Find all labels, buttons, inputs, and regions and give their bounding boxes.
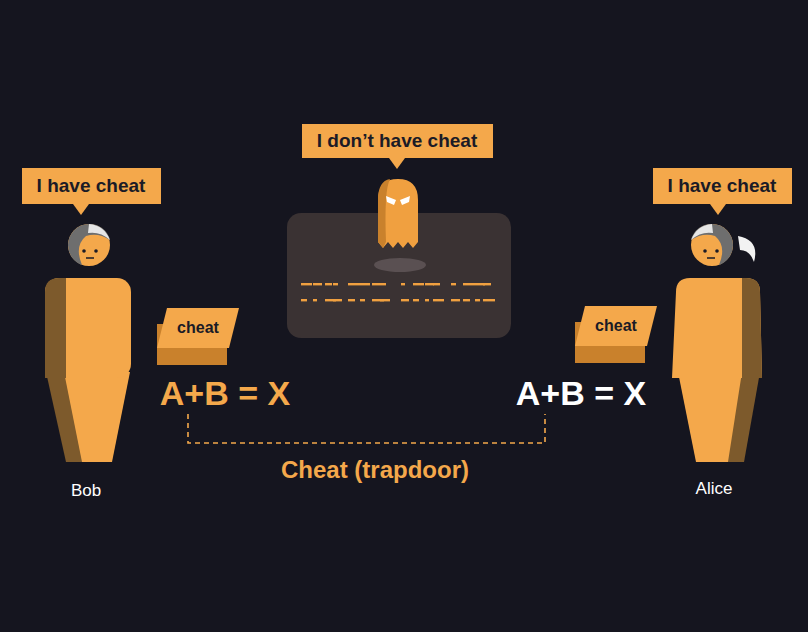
glyph-stroke xyxy=(451,283,456,285)
glyph-stroke xyxy=(380,283,386,285)
glyph-stroke xyxy=(348,283,360,285)
glyph-stroke xyxy=(313,283,322,285)
glyph-stroke xyxy=(425,299,429,301)
cheat-card: cheat xyxy=(575,306,657,363)
glyph-stroke xyxy=(413,299,419,301)
equation: A+B = X xyxy=(160,374,290,413)
card-shape xyxy=(157,308,239,365)
equation: A+B = X xyxy=(516,374,646,413)
glyph-stroke xyxy=(301,283,312,285)
glyph-stroke xyxy=(483,283,491,285)
ghost-figure xyxy=(378,179,418,248)
speech-text: I have cheat xyxy=(37,175,146,197)
card-text: cheat xyxy=(575,306,657,346)
speech-text: I don’t have cheat xyxy=(317,130,477,152)
ghost-shadow xyxy=(374,258,426,272)
bubble-tail xyxy=(73,204,89,215)
bubble-tail xyxy=(389,158,405,169)
glyph-stroke xyxy=(483,299,495,301)
glyph-stroke xyxy=(360,283,370,285)
ciphertext-glyphs xyxy=(301,283,495,301)
glyph-stroke xyxy=(425,283,434,285)
glyph-stroke xyxy=(401,299,409,301)
card-shape xyxy=(575,306,657,363)
glyph-stroke xyxy=(301,299,307,301)
trapdoor-label: Cheat (trapdoor) xyxy=(281,456,469,484)
glyph-stroke xyxy=(360,299,365,301)
speech-text: I have cheat xyxy=(668,175,777,197)
glyph-stroke xyxy=(433,299,444,301)
glyph-stroke xyxy=(313,299,317,301)
glyph-stroke xyxy=(401,283,405,285)
glyph-stroke xyxy=(475,299,480,301)
person-name: Bob xyxy=(71,481,101,501)
glyph-stroke xyxy=(451,299,460,301)
glyph-stroke xyxy=(380,299,390,301)
speech-bubble: I have cheat xyxy=(653,168,792,204)
glyph-stroke xyxy=(372,283,380,285)
alice-figure xyxy=(672,224,762,462)
glyph-stroke xyxy=(433,283,440,285)
glyph-stroke xyxy=(463,299,470,301)
glyph-stroke xyxy=(333,299,342,301)
glyph-stroke xyxy=(325,283,332,285)
trapdoor-bracket xyxy=(188,414,545,443)
glyph-stroke xyxy=(463,283,475,285)
cheat-card: cheat xyxy=(157,308,239,365)
card-text: cheat xyxy=(157,308,239,348)
glyph-stroke xyxy=(413,283,424,285)
speech-bubble: I don’t have cheat xyxy=(302,124,493,158)
glyph-stroke xyxy=(348,299,355,301)
speech-bubble: I have cheat xyxy=(22,168,161,204)
bob-figure xyxy=(45,224,131,462)
person-name: Alice xyxy=(696,479,733,499)
glyph-stroke xyxy=(333,283,338,285)
bubble-tail xyxy=(710,204,726,215)
